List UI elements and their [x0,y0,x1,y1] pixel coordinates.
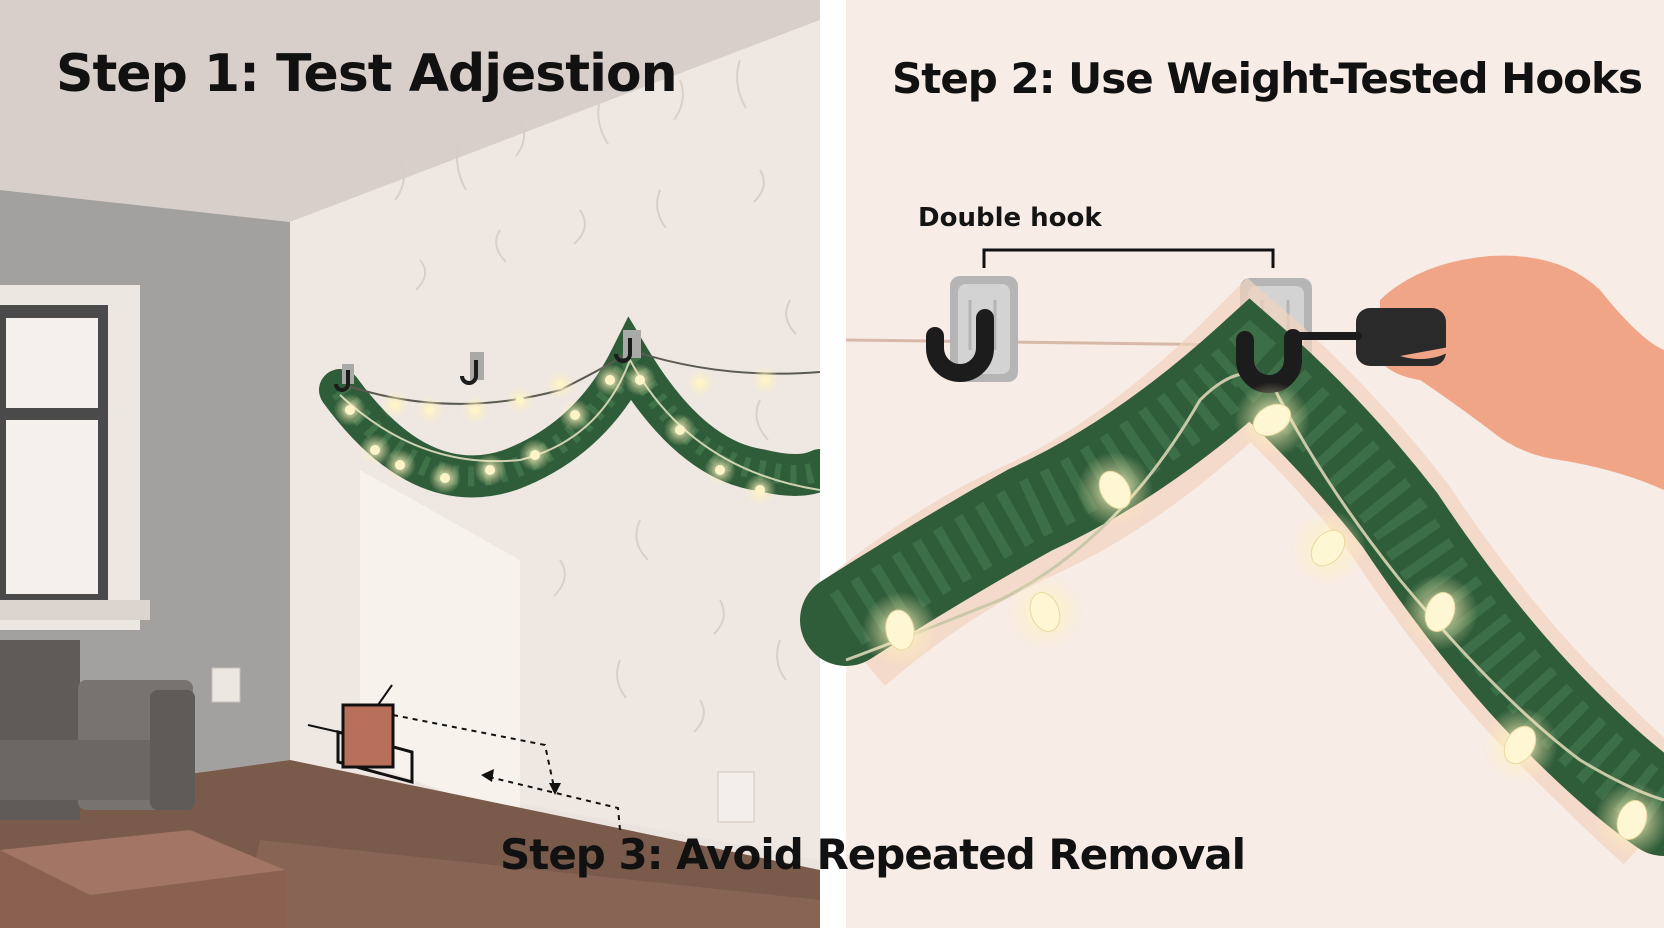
adhesive-hook-icon [334,330,641,392]
string-lights [334,364,779,506]
step1-title: Step 1: Test Adjestion [56,44,678,104]
step2-title: Step 2: Use Weight-Tested Hooks [892,54,1643,103]
string-lights [862,382,1664,858]
step3-title: Step 3: Avoid Repeated Removal [500,830,1246,879]
adhesive-hook-icon [926,276,1018,382]
hook-closeup-scene [800,0,1664,928]
room-scene [0,0,841,928]
hand-icon [1292,255,1664,490]
plug-icon [1356,308,1446,366]
window-icon [0,285,150,630]
panel-divider [820,0,846,928]
adhesive-strip-icon [307,684,621,831]
sofa-icon [0,640,195,820]
double-hook-label: Double hook [918,203,1102,233]
